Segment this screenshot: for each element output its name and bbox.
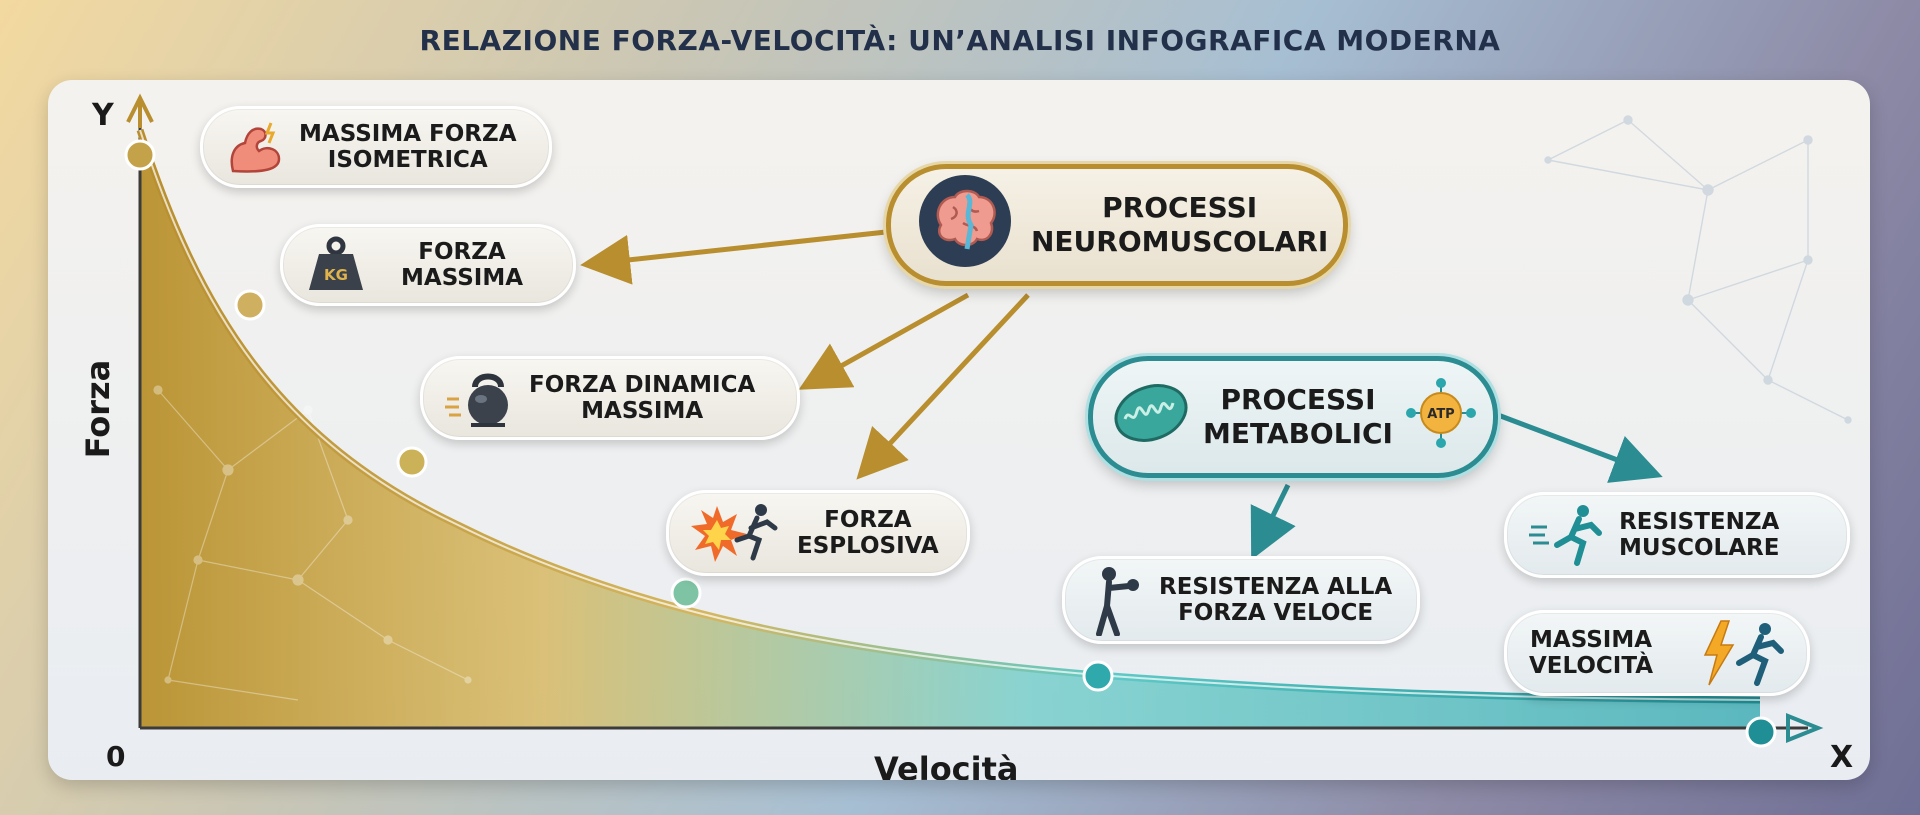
curve-area [140,130,1760,728]
chip-max-force: KG FORZA MASSIMA [280,224,576,306]
arrow-to-dynamic [798,292,970,390]
curve-point-1 [124,139,156,171]
y-axis-label: Forza [79,359,117,459]
y-axis-letter: Y [92,98,114,133]
arrow-to-explosive [856,293,1030,480]
curve-points [124,139,1777,748]
explosion-runner-icon [691,500,783,566]
arrow-to-max-force [580,229,887,285]
flexed-arm-icon [225,119,285,175]
network-decoration [1544,115,1852,424]
origin-label: 0 [106,740,126,773]
arrow-to-muscle-endurance [1497,412,1663,483]
chip-explosive-force: FORZA ESPLOSIVA [666,490,970,576]
chip-max-isometric-force: MASSIMA FORZA ISOMETRICA [200,106,552,188]
runner-icon [1529,503,1605,567]
curve-point-3 [396,446,428,478]
node-label: PROCESSI METABOLICI [1203,383,1393,450]
chip-fast-force-endurance: RESISTENZA ALLA FORZA VELOCE [1062,556,1420,644]
diagram-canvas [124,93,1852,748]
chip-label: MASSIMA FORZA ISOMETRICA [299,120,517,173]
mitochondria-icon [1111,381,1191,453]
kg-text: KG [324,266,348,284]
x-axis-arrow [1786,713,1824,743]
boxer-icon [1087,564,1145,636]
diagram-panel: Y X 0 Forza Velocità MASSIMA FORZA ISOME… [48,80,1870,780]
y-axis-arrow [126,93,154,128]
page-title: RELAZIONE FORZA-VELOCITÀ: UN’ANALISI INF… [419,24,1501,57]
area-network [153,385,472,701]
chip-label: RESISTENZA ALLA FORZA VELOCE [1159,573,1393,626]
sprinter-lightning-icon [1699,619,1785,687]
chip-label: FORZA MASSIMA [401,238,524,291]
node-metabolic-processes: PROCESSI METABOLICI ATP [1088,356,1498,478]
atp-text: ATP [1427,407,1454,422]
chip-label: MASSIMA VELOCITÀ [1529,626,1654,679]
x-axis-letter: X [1830,740,1854,775]
kg-weight-icon: KG [305,236,367,294]
brain-icon [917,173,1013,277]
x-axis-label: Velocità [874,750,1019,780]
chip-label: FORZA DINAMICA MASSIMA [529,371,756,424]
chip-muscular-endurance: RESISTENZA MUSCOLARE [1504,492,1850,578]
node-neuromuscular-processes: PROCESSI NEUROMUSCOLARI [886,164,1348,286]
atp-icon: ATP [1405,377,1477,457]
curve-point-4 [670,577,702,609]
curve-point-5 [1082,660,1114,692]
chip-label: RESISTENZA MUSCOLARE [1619,508,1780,561]
chip-label: FORZA ESPLOSIVA [797,506,939,559]
chip-max-dynamic-force: FORZA DINAMICA MASSIMA [420,356,800,440]
node-label: PROCESSI NEUROMUSCOLARI [1031,191,1329,258]
chip-max-speed: MASSIMA VELOCITÀ [1504,610,1810,696]
kettlebell-icon [445,367,515,429]
curve-point-6 [1745,716,1777,748]
arrow-to-fast-endurance [1250,483,1296,560]
curve-point-2 [234,289,266,321]
